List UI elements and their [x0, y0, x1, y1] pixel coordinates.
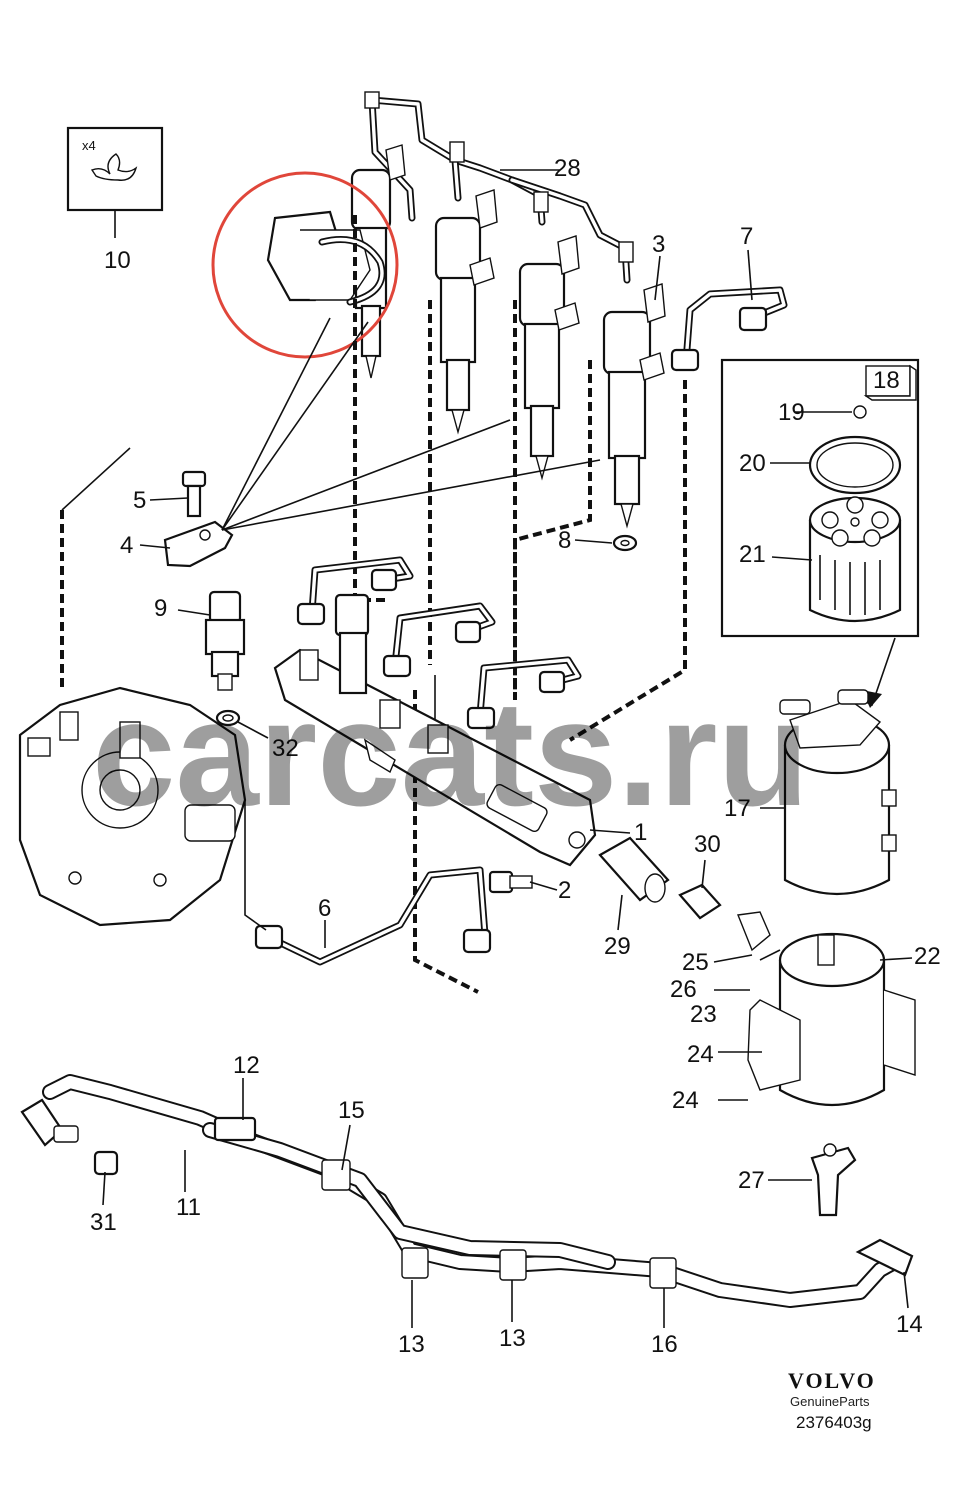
- callout-13a: 13: [398, 1331, 425, 1358]
- callout-10: 10: [104, 247, 131, 274]
- callout-leaders: [102, 169, 913, 1328]
- brand-name: VOLVO: [788, 1368, 876, 1393]
- injector-3: [518, 235, 580, 481]
- callout-9: 9: [154, 595, 167, 622]
- callout-25: 25: [682, 949, 709, 976]
- sealing-washer: [215, 709, 241, 727]
- callout-17: 17: [724, 795, 751, 822]
- return-line: [670, 286, 788, 372]
- bolt: [181, 470, 207, 518]
- watermark: carcats.ru: [92, 669, 809, 837]
- mounting-bracket: [810, 1143, 857, 1217]
- callout-2: 2: [558, 877, 571, 904]
- callout-28: 28: [554, 155, 581, 182]
- callout-15: 15: [338, 1097, 365, 1124]
- pipe-fitting: [678, 883, 722, 920]
- callout-11: 11: [176, 1194, 201, 1221]
- bracket-clamp: [163, 520, 234, 568]
- rail-pipes: [296, 556, 582, 754]
- inset-clip-quantity: x4: [82, 138, 96, 153]
- callout-14: 14: [896, 1311, 923, 1338]
- callout-1: 1: [634, 819, 647, 846]
- callout-24b: 24: [672, 1087, 699, 1114]
- injector-2: [434, 189, 498, 435]
- callout-6: 6: [318, 895, 331, 922]
- inset-box-clip: x4: [66, 126, 164, 238]
- diagram-reference: 2376403g: [796, 1413, 872, 1432]
- filter-housing: [737, 911, 916, 1106]
- copper-washer: [612, 534, 638, 552]
- callout-18: 18: [873, 367, 900, 394]
- pressure-regulator: [598, 836, 670, 903]
- callout-32: 32: [272, 735, 299, 762]
- callout-13b: 13: [499, 1325, 526, 1352]
- callout-7: 7: [740, 223, 753, 250]
- callout-24a: 24: [687, 1041, 714, 1068]
- callout-12: 12: [233, 1052, 260, 1079]
- callout-26: 26: [670, 976, 697, 1003]
- pressure-sensor: [204, 590, 246, 691]
- callout-5: 5: [133, 487, 146, 514]
- injector-4: [602, 283, 666, 529]
- callout-23: 23: [690, 1001, 717, 1028]
- callout-19: 19: [778, 399, 805, 426]
- callout-4: 4: [120, 532, 133, 559]
- injector-pipe-set: [364, 91, 634, 284]
- bracket-leader-lines: [221, 317, 601, 531]
- callout-22: 22: [914, 943, 941, 970]
- callout-labels: 1 2 3 4 5 6 7 8 9 10 11 12 13 13 14 15 1…: [90, 155, 941, 1358]
- callout-8: 8: [558, 527, 571, 554]
- callout-3: 3: [652, 231, 665, 258]
- pump-rail-pipe: [244, 800, 492, 966]
- callout-31: 31: [90, 1209, 117, 1236]
- rail-bolt: [488, 870, 533, 894]
- highlight-circle: [211, 171, 399, 359]
- callout-27: 27: [738, 1167, 765, 1194]
- brand-subtitle: GenuineParts: [790, 1394, 870, 1409]
- filter-inset-box: [720, 358, 920, 708]
- callout-21: 21: [739, 541, 766, 568]
- fuel-hose: [20, 1074, 914, 1308]
- brand-block: VOLVO GenuineParts 2376403g: [788, 1368, 876, 1432]
- high-pressure-pump: [18, 686, 247, 927]
- callout-16: 16: [651, 1331, 678, 1358]
- fuel-filter: [779, 689, 897, 895]
- callout-20: 20: [739, 450, 766, 477]
- callout-29: 29: [604, 933, 631, 960]
- callout-30: 30: [694, 831, 721, 858]
